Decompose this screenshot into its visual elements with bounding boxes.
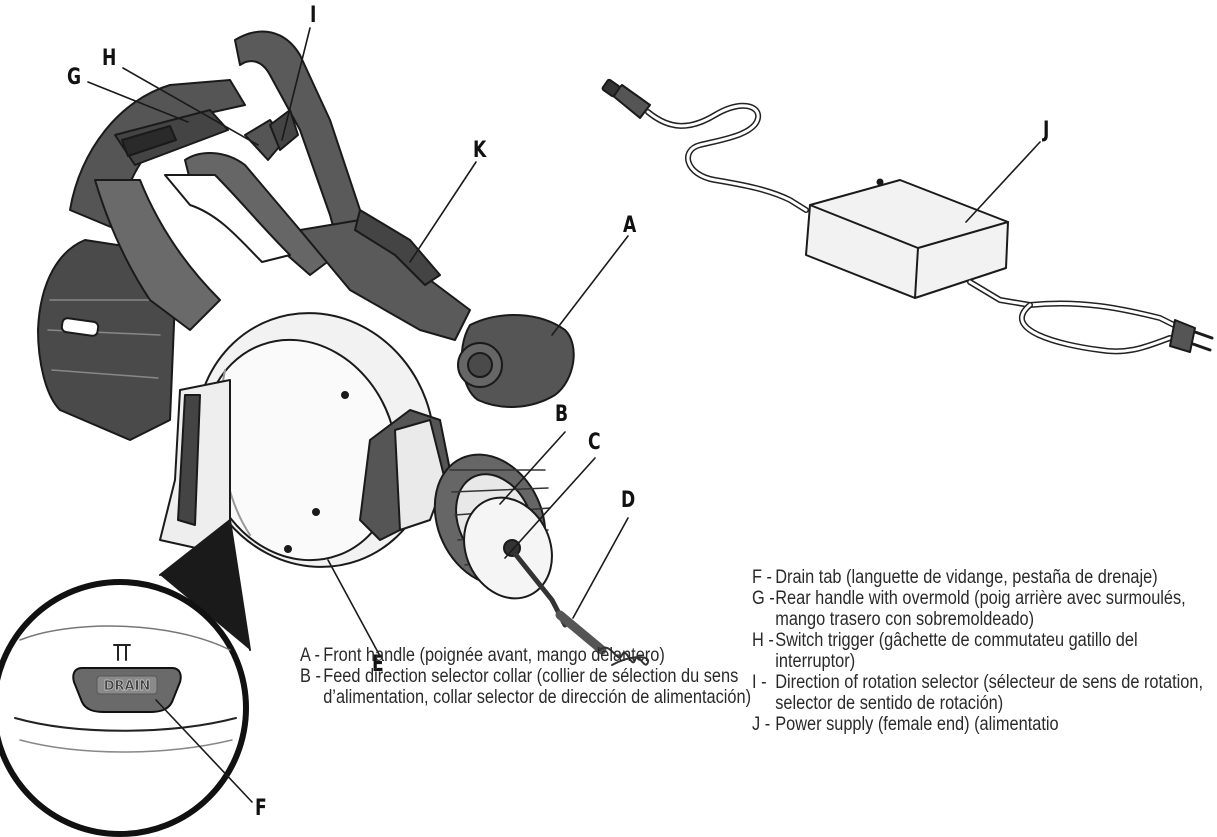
callout-j: J <box>1043 118 1050 143</box>
legend-item-b: B - Feed direction selector collar (coll… <box>300 666 770 708</box>
drain-cleaner-tool <box>37 30 650 666</box>
callout-c: C <box>588 430 601 455</box>
callout-e: E <box>372 652 384 677</box>
legend-letter-j: J - <box>752 714 771 735</box>
legend-desc-a: Front handle (poignée avant, mango delan… <box>323 645 665 666</box>
callout-d: D <box>621 488 636 513</box>
legend-desc-b: Feed direction selector collar (collier … <box>323 666 752 708</box>
leader-lines <box>87 27 1041 803</box>
legend-item-f: F - Drain tab (languette de vidange, pes… <box>752 567 1216 588</box>
legend-item-i: I - Direction of rotation selector (séle… <box>752 672 1216 714</box>
legend-item-h: H - Switch trigger (gâchette de commutat… <box>752 630 1216 672</box>
legend-desc-f: Drain tab (languette de vidange, pestaña… <box>775 567 1158 588</box>
legend-item-a: A - Front handle (poignée avant, mango d… <box>300 645 770 666</box>
callout-g: G <box>67 65 82 90</box>
legend-letter-f: F - <box>752 567 772 588</box>
callout-h: H <box>102 46 117 71</box>
legend-letter-h: H - <box>752 630 774 651</box>
legend-letter-a: A - <box>300 645 320 666</box>
legend-desc-j: Power supply (female end) (alimentatio <box>775 714 1059 735</box>
legend-item-g: G - Rear handle with overmold (poig arri… <box>752 588 1216 630</box>
legend-desc-i: Direction of rotation selector (sélecteu… <box>775 672 1204 714</box>
legend-letter-i: I - <box>752 672 767 693</box>
callout-i: I <box>310 3 317 28</box>
plug <box>1169 319 1196 353</box>
callout-k: K <box>473 138 487 163</box>
legend-letter-b: B - <box>300 666 321 687</box>
legend-letter-g: G - <box>752 588 775 609</box>
callout-b: B <box>555 402 569 427</box>
drain-tab-label: DRAIN <box>104 679 151 694</box>
callout-a: A <box>623 213 637 238</box>
legend-desc-g: Rear handle with overmold (poig arrière … <box>775 588 1186 630</box>
logo-badge <box>60 317 100 337</box>
legend-desc-h: Switch trigger (gâchette de commutateu g… <box>775 630 1138 672</box>
legend-left: A - Front handle (poignée avant, mango d… <box>300 645 770 708</box>
legend-item-j: J - Power supply (female end) (alimentat… <box>752 714 1216 735</box>
power-supply <box>601 78 1214 355</box>
legend-right: F - Drain tab (languette de vidange, pes… <box>752 567 1216 735</box>
callout-f: F <box>255 796 267 821</box>
drain-tab-inset <box>0 519 251 837</box>
